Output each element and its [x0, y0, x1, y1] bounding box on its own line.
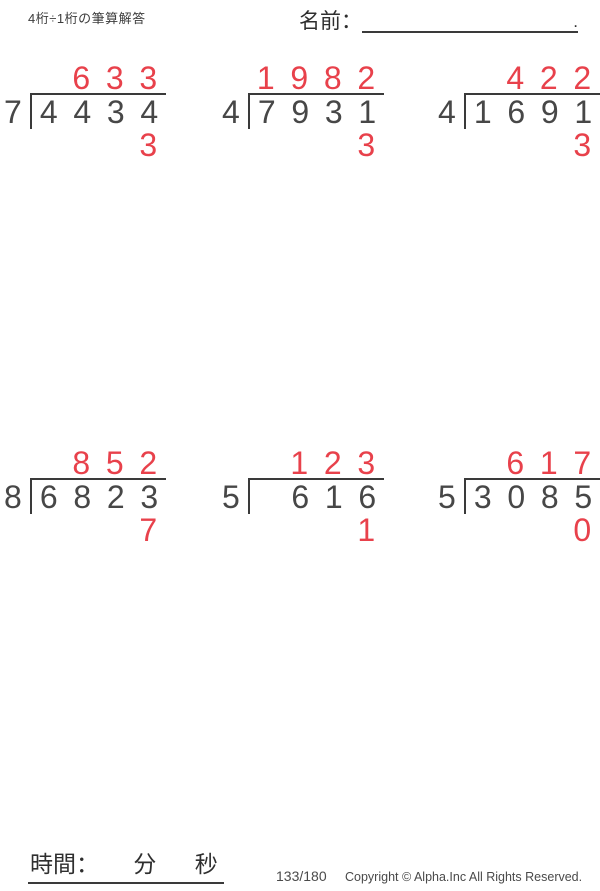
dividend-digit: 0	[507, 479, 526, 515]
dividend-row: 4 1 6 9 1	[434, 93, 600, 129]
dividend-digit: 6	[291, 479, 310, 515]
dividend-digit: 3	[140, 479, 159, 515]
quotient-digit	[465, 443, 499, 478]
remainder-digit: 1	[357, 512, 376, 548]
quotient-row: 6 1 7	[465, 443, 600, 481]
dividend-digit: 2	[106, 479, 125, 515]
quotient-digit: 9	[290, 60, 309, 96]
quotient-digit: 6	[506, 445, 525, 481]
quotient-digit	[249, 443, 283, 478]
division-problem-1: 6 3 3 7 4 4 3 4 3	[0, 58, 166, 162]
dividend-digit: 3	[473, 479, 492, 515]
remainder-row: 1	[249, 514, 384, 547]
division-problem-3: 4 2 2 4 1 6 9 1 3	[434, 58, 600, 162]
dividend-row: 5 6 1 6	[218, 478, 384, 514]
quotient-digit	[31, 443, 65, 478]
quotient-digit: 4	[506, 60, 525, 96]
dividend-digit: 7	[257, 94, 276, 130]
quotient-row: 1 2 3	[249, 443, 384, 481]
division-problem-6: 6 1 7 5 3 0 8 5 0	[434, 443, 600, 547]
dividend-digit: 6	[39, 479, 58, 515]
dividend-digit: 4	[39, 94, 58, 130]
quotient-digit: 2	[357, 60, 376, 96]
dividend-row: 8 6 8 2 3	[0, 478, 166, 514]
remainder-digit: 3	[139, 127, 158, 163]
dividend-digit: 1	[574, 94, 593, 130]
dividend-digit	[250, 480, 284, 514]
division-bracket: 3 0 8 5	[464, 478, 600, 514]
quotient-digit: 6	[72, 60, 91, 96]
quotient-digit: 3	[139, 60, 158, 96]
page-title: 4桁÷1桁の筆算解答	[28, 11, 146, 26]
dividend-digit: 8	[73, 479, 92, 515]
dividend-digit: 1	[473, 94, 492, 130]
divisor: 8	[4, 479, 22, 515]
dividend-digit: 9	[291, 94, 310, 130]
quotient-digit: 1	[290, 445, 309, 481]
remainder-row: 3	[31, 129, 166, 162]
quotient-row: 1 9 8 2	[249, 58, 384, 96]
quotient-digit: 8	[72, 445, 91, 481]
remainder-digit: 3	[357, 127, 376, 163]
quotient-digit: 2	[539, 60, 558, 96]
name-blank-line: .	[362, 7, 578, 33]
dividend-digit: 6	[507, 94, 526, 130]
minutes-label: 分	[133, 851, 157, 877]
dividend-row: 4 7 9 3 1	[218, 93, 384, 129]
division-bracket: 7 9 3 1	[248, 93, 384, 129]
dividend-digit: 3	[324, 94, 343, 130]
dividend-digit: 1	[324, 479, 343, 515]
quotient-digit	[465, 58, 499, 93]
remainder-row: 3	[465, 129, 600, 162]
page-number: 133/180	[276, 868, 327, 884]
dividend-digit: 1	[358, 94, 377, 130]
division-bracket: 6 8 2 3	[30, 478, 166, 514]
remainder-row: 0	[465, 514, 600, 547]
quotient-row: 6 3 3	[31, 58, 166, 96]
dividend-row: 7 4 4 3 4	[0, 93, 166, 129]
remainder-row: 3	[249, 129, 384, 162]
quotient-row: 4 2 2	[465, 58, 600, 96]
division-bracket: 6 1 6	[248, 478, 384, 514]
name-label: 名前：	[299, 10, 362, 33]
divisor: 5	[438, 479, 456, 515]
divisor: 7	[4, 94, 22, 130]
quotient-digit: 1	[256, 60, 275, 96]
quotient-digit: 2	[573, 60, 592, 96]
remainder-row: 7	[31, 514, 166, 547]
quotient-row: 8 5 2	[31, 443, 166, 481]
division-bracket: 4 4 3 4	[30, 93, 166, 129]
dividend-digit: 6	[358, 479, 377, 515]
copyright-text: Copyright © Alpha.Inc All Rights Reserve…	[345, 870, 583, 884]
dividend-digit: 4	[140, 94, 159, 130]
dividend-digit: 8	[540, 479, 559, 515]
dividend-row: 5 3 0 8 5	[434, 478, 600, 514]
quotient-digit: 2	[323, 445, 342, 481]
quotient-digit: 1	[539, 445, 558, 481]
time-label: 時間：	[30, 851, 99, 877]
division-problem-5: 1 2 3 5 6 1 6 1	[218, 443, 384, 547]
quotient-digit: 3	[357, 445, 376, 481]
time-blank-line: 時間： 分 秒	[28, 845, 224, 884]
dividend-digit: 5	[574, 479, 593, 515]
quotient-digit: 8	[323, 60, 342, 96]
division-problem-4: 8 5 2 8 6 8 2 3 7	[0, 443, 166, 547]
dividend-digit: 3	[106, 94, 125, 130]
dividend-digit: 9	[540, 94, 559, 130]
division-bracket: 1 6 9 1	[464, 93, 600, 129]
remainder-digit: 7	[139, 512, 158, 548]
quotient-digit: 2	[139, 445, 158, 481]
quotient-digit: 5	[105, 445, 124, 481]
quotient-digit: 3	[105, 60, 124, 96]
seconds-label: 秒	[194, 851, 218, 877]
division-problem-2: 1 9 8 2 4 7 9 3 1 3	[218, 58, 384, 162]
dividend-digit: 4	[73, 94, 92, 130]
divisor: 5	[222, 479, 240, 515]
remainder-digit: 0	[573, 512, 592, 548]
quotient-digit	[31, 58, 65, 93]
remainder-digit: 3	[573, 127, 592, 163]
quotient-digit: 7	[573, 445, 592, 481]
divisor: 4	[438, 94, 456, 130]
divisor: 4	[222, 94, 240, 130]
